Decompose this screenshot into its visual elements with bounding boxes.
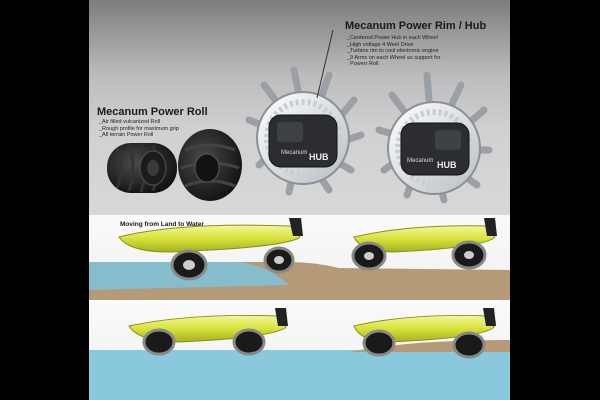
mecanum-hub-wheel-right: Mecanum HUB bbox=[375, 71, 493, 204]
hub-bullet: _Centered Power Hub in each Wheel bbox=[347, 35, 438, 41]
roll-title: Mecanum Power Roll bbox=[97, 106, 208, 118]
scene-caption: Moving from Land to Water bbox=[120, 221, 204, 228]
hub-bullet: _9 Arms on each Wheel as support for bbox=[347, 54, 441, 61]
hub-logo-left: HUB bbox=[309, 152, 329, 162]
illustration: Mecanum HUB Mecanum HUB bbox=[89, 29, 510, 400]
hub-logo-right: HUB bbox=[437, 160, 457, 170]
roll-bullets: _Air filled vulcanized Roll _Rough profi… bbox=[99, 119, 179, 139]
scene-land-to-water bbox=[89, 218, 510, 300]
roll-bullet: _Air filled vulcanized Roll bbox=[99, 119, 161, 125]
roll-bullet: _All terrain Power Roll bbox=[99, 132, 154, 139]
hub-bullet: Powerr Roll bbox=[347, 61, 379, 68]
concept-board: Mecanum HUB Mecanum HUB bbox=[89, 0, 510, 400]
leader-line bbox=[316, 29, 334, 99]
svg-text:Mecanum: Mecanum bbox=[407, 158, 433, 164]
mecanum-hub-wheel-left: Mecanum HUB bbox=[245, 66, 365, 196]
roll-bullet: _Rough profile for maximum grip bbox=[99, 125, 179, 132]
scene-in-water bbox=[89, 308, 510, 400]
svg-text:Mecanum: Mecanum bbox=[281, 150, 307, 156]
hub-bullet: _Turbine rim to cool electronic engine bbox=[347, 48, 439, 55]
hub-title: Mecanum Power Rim / Hub bbox=[345, 20, 487, 32]
power-roll-side bbox=[107, 143, 177, 193]
power-roll-end bbox=[178, 129, 242, 201]
hub-bullet: _High voltage 4 Weel Drive bbox=[347, 41, 414, 48]
hub-bullets: _Centered Power Hub in each Wheel _High … bbox=[347, 35, 441, 68]
